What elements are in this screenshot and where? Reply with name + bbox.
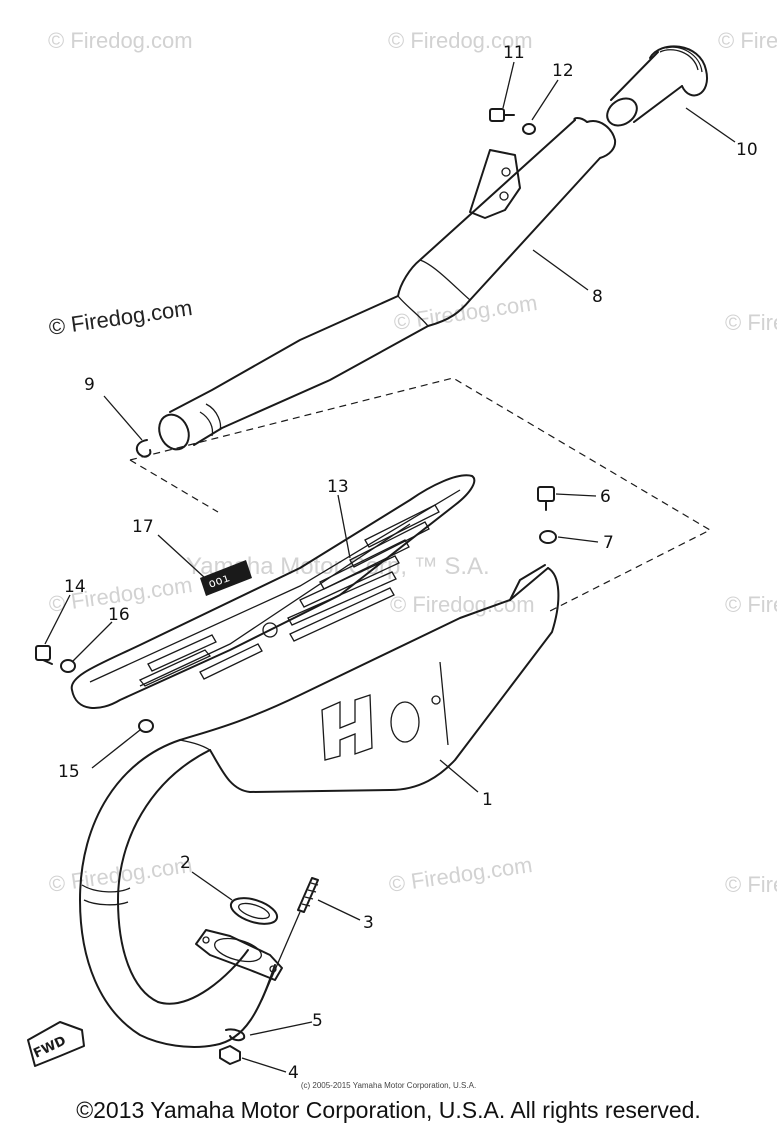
part-15-damper: [138, 719, 154, 733]
part-4-nut: [219, 1045, 241, 1065]
callout-15: 15: [58, 762, 80, 782]
callout-1: 1: [482, 790, 493, 810]
part-2-gasket: [229, 897, 279, 925]
part-1-exhaust-chamber: [79, 564, 560, 1048]
part-7-washer: [539, 530, 557, 544]
callout-6: 6: [600, 487, 611, 507]
part-13-heat-protector: [70, 474, 476, 710]
watermark-firedog: © Firedog.com: [48, 28, 193, 53]
watermark-firedog: © Firedog.com: [387, 852, 534, 897]
callout-labels: 11 12 10 8 9 13 17 14 16 15 1 6 7 2 3 5 …: [58, 43, 758, 1083]
part-6-bolt: [537, 486, 555, 511]
fwd-label: FWD: [31, 1034, 68, 1062]
copyright-notice: ©2013 Yamaha Motor Corporation, U.S.A. A…: [76, 1097, 701, 1123]
watermark-layer: © Firedog.com © Firedog.com © Firedog.co…: [47, 28, 777, 897]
watermark-firedog: © Firedog.com: [388, 28, 533, 53]
part-16-washer: [60, 659, 76, 673]
leader-lines: [44, 61, 736, 1073]
callout-17: 17: [132, 517, 154, 537]
watermark-firedog: © Firedog.com: [718, 28, 777, 53]
part-14-bolt: [35, 645, 53, 665]
fwd-arrow: FWD: [27, 1021, 85, 1067]
part-11-bolt: [489, 108, 515, 122]
callout-13: 13: [327, 477, 349, 497]
part-9-circlip: [135, 439, 152, 458]
watermark-firedog: © Firedog.com: [725, 310, 777, 335]
callout-10: 10: [736, 140, 758, 160]
callout-3: 3: [363, 913, 374, 933]
assembly-outline-dashed: [129, 459, 219, 513]
assembly-outline-dashed: [129, 377, 712, 613]
callout-16: 16: [108, 605, 130, 625]
callout-2: 2: [180, 853, 191, 873]
part-17-decal: ooı: [200, 560, 252, 596]
decal-label: ooı: [206, 570, 231, 591]
callout-14: 14: [64, 577, 86, 597]
callout-5: 5: [312, 1011, 323, 1031]
callout-11: 11: [503, 43, 525, 63]
callout-9: 9: [84, 375, 95, 395]
watermark-firedog: © Firedog.com: [390, 592, 535, 617]
watermark-firedog-dark: © Firedog.com: [47, 295, 194, 340]
copyright-small: (c) 2005-2015 Yamaha Motor Corporation, …: [300, 1081, 477, 1090]
part-5-lock-washer: [225, 1028, 246, 1042]
part-10-tailpipe-cap: [606, 45, 709, 127]
callout-12: 12: [552, 61, 574, 81]
callout-4: 4: [288, 1063, 299, 1083]
callout-7: 7: [603, 533, 614, 553]
part-12-washer: [522, 123, 536, 135]
part-3-stud-bolt: [261, 877, 319, 1001]
part-8-silencer: [158, 117, 617, 451]
watermark-firedog: © Firedog.com: [725, 592, 777, 617]
callout-8: 8: [592, 287, 603, 307]
watermark-firedog: © Firedog.com: [725, 872, 777, 897]
